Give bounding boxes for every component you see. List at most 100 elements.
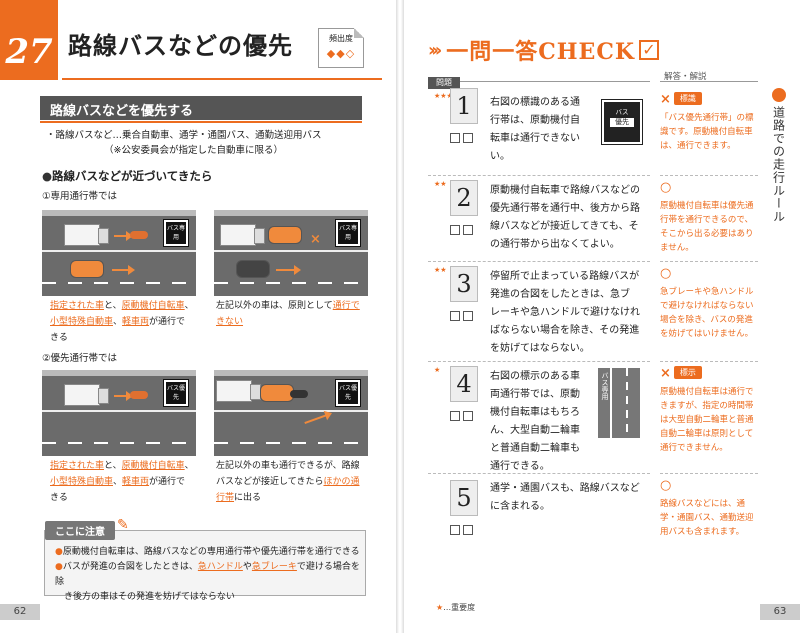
bullet-heading-text: 路線バスなどが近づいてきたら <box>52 169 213 183</box>
star-icon: ★ <box>436 603 444 612</box>
check-title: 一問一答CHECK <box>446 39 635 65</box>
answer-row: ○ 原動機付自転車は優先通 行帯を通行できるので、 そこから出る必要はあり ませ… <box>660 176 758 262</box>
lane-line <box>214 250 368 252</box>
question-row: ★ 4 右図の標示のある車 両通行帯では、原動 機付自転車はもちろ ん、大型自動… <box>428 362 650 474</box>
page-number-left: 62 <box>0 604 40 620</box>
lane-line <box>214 410 368 412</box>
answer-tag: 標識 <box>673 92 702 105</box>
arrow-icon <box>276 265 301 275</box>
dashed-line <box>42 442 196 444</box>
definition-line: （※公安委員会が指定した自動車に限る） <box>104 145 283 156</box>
curb <box>42 370 196 376</box>
subheading-priority: ②優先通行帯では <box>42 353 118 364</box>
motorbike-icon <box>130 231 148 239</box>
caution-title: ここに注意 <box>45 521 115 540</box>
car-dark <box>236 260 270 278</box>
question-row: ★★★ 1 右図の標識のある通 行帯は、原動機付自 転車は通行できない い。 バ… <box>428 88 650 176</box>
answer-mark: ○ <box>660 180 672 195</box>
answer-row: ○ 路線バスなどには、通 学・通園バス、通勤送迎 用バスも含まれます。 <box>660 474 758 544</box>
check-boxes[interactable] <box>450 406 478 421</box>
frequency-badge: 頻出度 ◆◆◇ <box>318 28 364 68</box>
importance-stars: ★★ <box>434 180 447 188</box>
chapter-side-tab: 道路での走行ルール <box>768 88 790 223</box>
caution-item: ●バスが発進の合図をしたときは、急ハンドルや急ブレーキで避ける場合を除き後方の車… <box>55 562 360 602</box>
checkbox-icon[interactable] <box>463 133 473 143</box>
importance-stars: ★ <box>434 366 441 374</box>
truck <box>220 224 265 246</box>
caution-list: ●原動機付自転車は、路線バスなどの専用通行帯や優先通行帯を通行できる ●バスが発… <box>55 545 365 605</box>
bullet-heading: ●路線バスなどが近づいてきたら <box>42 168 212 184</box>
check-heading: ››› 一問一答CHECK ✓ <box>428 34 659 66</box>
caption-2: 左記以外の車は、原則として通行で きない <box>216 301 360 327</box>
answer-text: 「バス優先通行帯」の標 識です。原動機付自転車 は、通行できます。 <box>660 113 754 151</box>
checkbox-icon[interactable] <box>463 311 473 321</box>
answer-row: ×標識 「バス優先通行帯」の標 識です。原動機付自転車 は、通行できます。 <box>660 88 758 176</box>
curb <box>214 370 368 376</box>
pencil-icon: ✎ <box>117 517 129 533</box>
check-boxes[interactable] <box>450 220 478 235</box>
prohibited-x-icon: × <box>310 232 321 247</box>
bus-lane-sign: バス専用 <box>163 219 189 247</box>
subheading-dedicated: ①専用通行帯では <box>42 191 118 202</box>
bus-priority-sign: バス 優先 <box>601 99 643 145</box>
bus-lane-marking: バス専用 <box>598 368 640 438</box>
checkbox-icon[interactable] <box>450 525 460 535</box>
checkbox-icon: ✓ <box>638 40 659 60</box>
check-boxes[interactable] <box>450 128 478 143</box>
curved-arrow-icon <box>304 413 328 425</box>
check-boxes[interactable] <box>450 306 478 321</box>
importance-stars: ★★★ <box>434 92 453 100</box>
truck <box>64 224 109 246</box>
answer-text: 路線バスなどには、通 学・通園バス、通勤送迎 用バスも含まれます。 <box>660 499 754 537</box>
book-gutter <box>396 0 404 633</box>
curb <box>214 210 368 216</box>
chapter-title: 路線バスなどの優先 <box>68 32 293 60</box>
checkbox-icon[interactable] <box>450 311 460 321</box>
answer-text: 原動機付自転車は通行で きますが、指定の時間帯 は大型自動二輪車と普通 自動二輪… <box>660 387 754 453</box>
definition-note: ・路線バスなど…乗合自動車、通学・通園バス、通勤送迎用バス （※公安委員会が指定… <box>46 128 322 158</box>
curb <box>42 210 196 216</box>
section-title: 路線バスなどを優先する <box>40 96 362 123</box>
checkbox-icon[interactable] <box>463 225 473 235</box>
chapter-number: 27 <box>0 0 58 80</box>
arrow-icon <box>114 391 133 401</box>
bus-priority-sign: バス優先 <box>163 379 189 407</box>
dashed-line <box>42 282 196 284</box>
caution-box: ここに注意 ✎ ●原動機付自転車は、路線バスなどの専用通行帯や優先通行帯を通行で… <box>44 517 366 602</box>
chevrons-icon: ››› <box>428 39 442 61</box>
question-number: 4 <box>450 366 478 402</box>
checkbox-icon[interactable] <box>450 225 460 235</box>
question-text: 原動機付自転車で路線バスなどの 優先通行帯を通行中、後方から路 線バスなどが接近… <box>490 185 640 250</box>
answer-mark: × <box>660 366 671 381</box>
page-number-right: 63 <box>760 604 800 620</box>
caption-3: 指定された車と、原動機付自転車、 小型特殊自動車、軽車両が通行で きる <box>50 461 194 503</box>
checkbox-icon[interactable] <box>450 133 460 143</box>
checkbox-icon[interactable] <box>463 411 473 421</box>
arrow-icon <box>112 265 135 275</box>
road-illustration-1: バス専用 <box>42 210 196 296</box>
title-underline <box>62 78 382 80</box>
page-fold-icon <box>354 28 364 38</box>
right-page: ››› 一問一答CHECK ✓ 問題 解答・解説 ★★★ 1 右図の標識のある通… <box>402 0 800 633</box>
arrow-icon <box>114 231 133 241</box>
dashed-line <box>214 282 368 284</box>
frequency-label: 頻出度 <box>329 34 353 43</box>
caption-1: 指定された車と、原動機付自転車、 小型特殊自動車、軽車両が通行で きる <box>50 301 194 343</box>
tab-dot-icon <box>772 88 786 102</box>
check-boxes[interactable] <box>450 520 478 535</box>
question-number: 3 <box>450 266 478 302</box>
frequency-marks: ◆◆◇ <box>326 47 356 60</box>
lane-line <box>42 250 196 252</box>
lane-line <box>42 410 196 412</box>
checkbox-icon[interactable] <box>463 525 473 535</box>
side-tab-label: 道路での走行ルール <box>771 106 786 223</box>
motorbike-icon <box>290 390 308 398</box>
car-orange <box>268 226 302 244</box>
left-page: 27 路線バスなどの優先 頻出度 ◆◆◇ 路線バスなどを優先する ・路線バスなど… <box>0 0 398 633</box>
road-illustration-4: バス優先 <box>214 370 368 456</box>
answer-mark: ○ <box>660 266 672 281</box>
car-orange <box>70 260 104 278</box>
dashed-line <box>214 442 368 444</box>
answer-row: ○ 急ブレーキや急ハンドル で避けなければならない 場合を除き、バスの発進 を妨… <box>660 262 758 362</box>
checkbox-icon[interactable] <box>450 411 460 421</box>
